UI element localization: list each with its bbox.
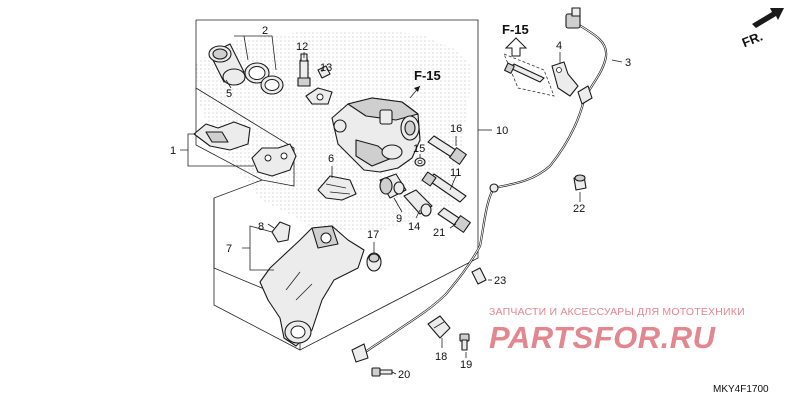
callout-labels: 1 2 3 4 5 6 7 8 9 10 11 12 13 14 15 16 1… [170, 22, 769, 395]
callout-2: 2 [262, 25, 268, 37]
retainer-clip [271, 221, 291, 243]
callout-21: 21 [433, 227, 445, 239]
pad-frame [195, 87, 295, 187]
callout-16: 16 [450, 123, 462, 135]
abs-sensor-cable [351, 7, 608, 363]
callout-7: 7 [226, 243, 232, 255]
ref-label-caliper: F-15 [414, 68, 441, 83]
caliper-bracket [259, 225, 365, 347]
leader-lines [180, 35, 623, 375]
callout-20: 20 [398, 369, 410, 381]
callout-23: 23 [494, 275, 506, 287]
callout-17: 17 [367, 229, 379, 241]
bolt-20 [371, 367, 393, 377]
callout-12: 12 [296, 41, 308, 53]
pin-bolt-11 [421, 171, 467, 203]
cable-clip-18 [427, 315, 451, 339]
callout-10: 10 [496, 125, 508, 137]
callout-13: 13 [320, 62, 332, 74]
callout-22: 22 [573, 203, 585, 215]
bolt-box [503, 53, 555, 97]
callout-9: 9 [396, 213, 402, 225]
callout-1: 1 [170, 145, 176, 157]
mount-bolt [437, 207, 471, 233]
piston-seals [244, 62, 284, 95]
ref-arrow-top [504, 37, 528, 57]
callout-18: 18 [435, 351, 447, 363]
washer [414, 157, 426, 167]
bolt-19 [459, 333, 470, 351]
rubber-bushing [366, 252, 382, 272]
brake-pads [193, 121, 297, 177]
callout-19: 19 [460, 359, 472, 371]
callout-15: 15 [413, 143, 425, 155]
bracket-frame [213, 198, 301, 351]
bleeder-cap [305, 65, 333, 105]
ref-arrow-caliper [409, 85, 421, 99]
front-arrow-icon [752, 8, 784, 28]
ref-label-top: F-15 [502, 22, 529, 37]
caliper-body [331, 97, 421, 173]
watermark-logo: PARTSFOR.RU [489, 320, 717, 355]
callout-14: 14 [408, 221, 420, 233]
sleeve [403, 189, 433, 217]
pad-spring [317, 175, 357, 201]
callout-4: 4 [556, 40, 562, 52]
callout-3: 3 [625, 57, 631, 69]
callout-11: 11 [450, 167, 461, 179]
front-label: FR. [740, 28, 765, 50]
diagram-code: MKY4F1700 [713, 384, 769, 395]
cable-clip-23 [471, 267, 487, 285]
cable-clamp [551, 61, 579, 97]
caliper-frame [195, 19, 479, 351]
pin-boot [379, 173, 407, 199]
watermark-text: ЗАПЧАСТИ И АКСЕССУАРЫ ДЛЯ МОТОТЕХНИКИ [489, 306, 745, 318]
pin-bolt-16 [427, 135, 467, 165]
callout-5: 5 [226, 88, 232, 100]
piston [208, 43, 246, 86]
grommet [573, 174, 587, 191]
callout-6: 6 [328, 153, 334, 165]
callout-8: 8 [258, 221, 264, 233]
